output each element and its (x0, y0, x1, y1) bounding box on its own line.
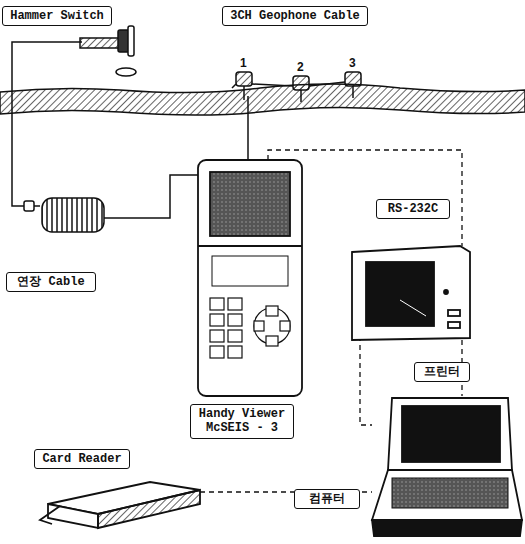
box-label: Card Reader (41, 452, 123, 466)
label-box: 프린터 (414, 362, 470, 382)
label-box: RS-232C (376, 199, 450, 219)
box-label: Handy Viewer McSEIS - 3 (197, 407, 287, 436)
handy-viewer-device (198, 160, 302, 396)
box-label: 3CH Geophone Cable (229, 9, 361, 23)
geophones (232, 72, 361, 102)
callout-number: 3 (349, 56, 356, 70)
label-box: Hammer Switch (2, 6, 112, 26)
cable-reel (24, 198, 112, 232)
label-box: 3CH Geophone Cable (222, 6, 368, 26)
callout-number: 1 (240, 56, 247, 70)
box-label: 연장 Cable (13, 275, 89, 289)
label-box: Handy Viewer McSEIS - 3 (190, 404, 294, 439)
callout-number: 2 (297, 60, 304, 74)
box-label: 프린터 (421, 365, 463, 379)
printer (352, 246, 470, 340)
laptop (372, 398, 522, 536)
box-label: 컴퓨터 (301, 492, 353, 506)
hammer (80, 26, 136, 76)
box-label: RS-232C (383, 202, 443, 216)
label-box: 컴퓨터 (294, 489, 360, 509)
label-box: Card Reader (34, 449, 130, 469)
box-label: Hammer Switch (9, 9, 105, 23)
ground (0, 84, 525, 115)
label-box: 연장 Cable (6, 272, 96, 292)
card-reader (40, 482, 200, 528)
